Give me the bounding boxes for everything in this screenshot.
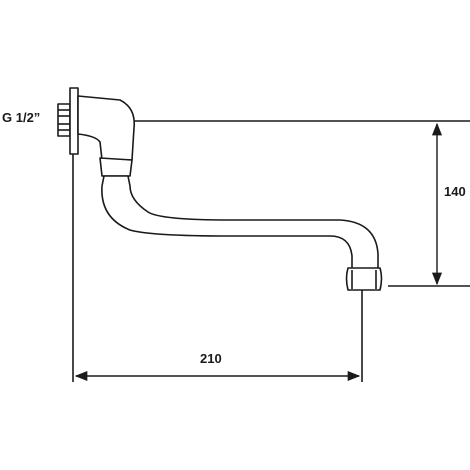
swivel-collar bbox=[99, 157, 133, 177]
length-dimension-label: 210 bbox=[200, 351, 222, 366]
thread-stub bbox=[57, 103, 71, 137]
wall-connector bbox=[57, 87, 136, 177]
elbow-body bbox=[77, 95, 136, 161]
spout-pipe bbox=[101, 175, 379, 271]
height-dimension-label: 140 bbox=[444, 184, 466, 199]
wall-flange bbox=[69, 87, 79, 155]
thread-size-label: G 1/2” bbox=[2, 110, 40, 125]
aerator-nozzle bbox=[345, 267, 383, 291]
